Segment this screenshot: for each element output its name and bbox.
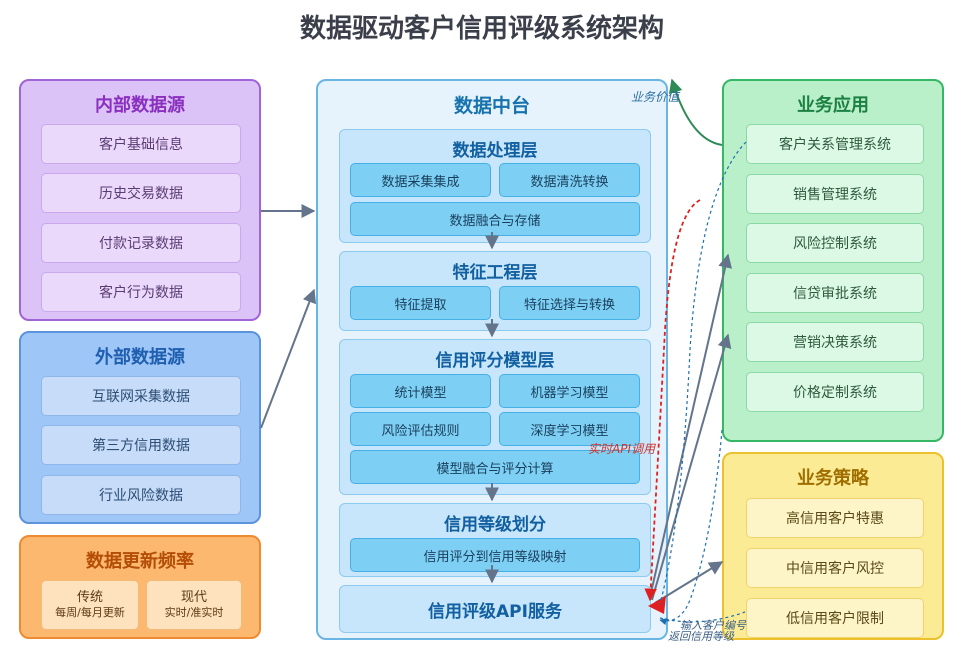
model-layer: 信用评分模型层 统计模型 机器学习模型 风险评估规则 深度学习模型 模型融合与评…	[339, 339, 651, 495]
chip-score-to-grade: 信用评分到信用等级映射	[350, 538, 640, 572]
chip-feature-extraction: 特征提取	[350, 286, 491, 320]
chip-model-fusion: 模型融合与评分计算	[350, 450, 640, 484]
app-risk-control: 风险控制系统	[746, 223, 924, 263]
grading-layer: 信用等级划分 信用评分到信用等级映射	[339, 503, 651, 577]
business-strategy-title: 业务策略	[797, 468, 869, 489]
chip-feature-selection: 特征选择与转换	[499, 286, 640, 320]
arrow-business-value	[668, 78, 723, 146]
internal-data-panel: 内部数据源 客户基础信息 历史交易数据 付款记录数据 客户行为数据	[19, 79, 261, 321]
app-marketing: 营销决策系统	[746, 322, 924, 362]
annotation-business-value: 业务价值	[631, 90, 680, 104]
frequency-modern-name: 现代	[180, 590, 207, 605]
frequency-modern: 现代 实时/准实时	[146, 580, 242, 630]
strategy-mid-credit: 中信用客户风控	[746, 548, 924, 588]
chip-data-cleaning: 数据清洗转换	[499, 163, 640, 197]
processing-layer: 数据处理层 数据采集集成 数据清洗转换 数据融合与存储	[339, 129, 651, 243]
grading-layer-title: 信用等级划分	[444, 515, 546, 535]
page-title: 数据驱动客户信用评级系统架构	[299, 14, 664, 44]
frequency-modern-desc: 实时/准实时	[164, 606, 224, 620]
arrow-external-to-platform	[260, 288, 317, 429]
internal-item-customer-basic: 客户基础信息	[41, 124, 241, 164]
frequency-title: 数据更新频率	[86, 551, 194, 572]
data-platform-panel: 数据中台 数据处理层 数据采集集成 数据清洗转换 数据融合与存储 特征工程层 特…	[316, 79, 668, 640]
external-item-industry-risk: 行业风险数据	[41, 475, 241, 515]
external-item-internet: 互联网采集数据	[41, 376, 241, 416]
strategy-low-credit: 低信用客户限制	[746, 598, 924, 638]
annotation-return-grade: 返回信用等级	[668, 630, 734, 643]
processing-layer-title: 数据处理层	[452, 141, 538, 161]
frequency-traditional-desc: 每周/每月更新	[55, 606, 125, 620]
app-sales: 销售管理系统	[746, 174, 924, 214]
external-item-third-party-credit: 第三方信用数据	[41, 425, 241, 465]
strategy-high-credit: 高信用客户特惠	[746, 498, 924, 538]
external-data-panel: 外部数据源 互联网采集数据 第三方信用数据 行业风险数据	[19, 331, 261, 524]
frequency-panel: 数据更新频率 传统 每周/每月更新 现代 实时/准实时	[19, 535, 261, 639]
data-platform-title: 数据中台	[453, 95, 530, 117]
annotation-input-id: 输入客户编号	[680, 619, 746, 632]
app-pricing: 价格定制系统	[746, 372, 924, 412]
api-layer: 信用评级API服务	[339, 585, 651, 633]
chip-deep-learning-model: 深度学习模型	[499, 412, 640, 446]
internal-item-payment-records: 付款记录数据	[41, 223, 241, 263]
business-strategy-panel: 业务策略 高信用客户特惠 中信用客户风控 低信用客户限制	[722, 452, 944, 640]
chip-data-collection: 数据采集集成	[350, 163, 491, 197]
business-apps-title: 业务应用	[797, 95, 869, 116]
model-layer-title: 信用评分模型层	[435, 351, 555, 371]
app-crm: 客户关系管理系统	[746, 124, 924, 164]
frequency-traditional-name: 传统	[76, 590, 103, 605]
internal-data-title: 内部数据源	[95, 95, 185, 116]
chip-statistical-model: 统计模型	[350, 374, 491, 408]
annotation-realtime-api: 实时API调用	[588, 442, 655, 456]
internal-item-customer-behavior: 客户行为数据	[41, 272, 241, 312]
feature-layer-title: 特征工程层	[452, 263, 538, 283]
chip-risk-rules: 风险评估规则	[350, 412, 491, 446]
frequency-traditional: 传统 每周/每月更新	[41, 580, 139, 630]
dashed-pricing-return	[659, 429, 723, 626]
feature-layer: 特征工程层 特征提取 特征选择与转换	[339, 251, 651, 331]
chip-data-fusion: 数据融合与存储	[350, 202, 640, 236]
app-credit-approval: 信贷审批系统	[746, 273, 924, 313]
api-layer-title: 信用评级API服务	[428, 602, 562, 622]
business-apps-panel: 业务应用 客户关系管理系统 销售管理系统 风险控制系统 信贷审批系统 营销决策系…	[722, 79, 944, 442]
internal-item-transaction-history: 历史交易数据	[41, 173, 241, 213]
external-data-title: 外部数据源	[95, 347, 185, 368]
chip-ml-model: 机器学习模型	[499, 374, 640, 408]
